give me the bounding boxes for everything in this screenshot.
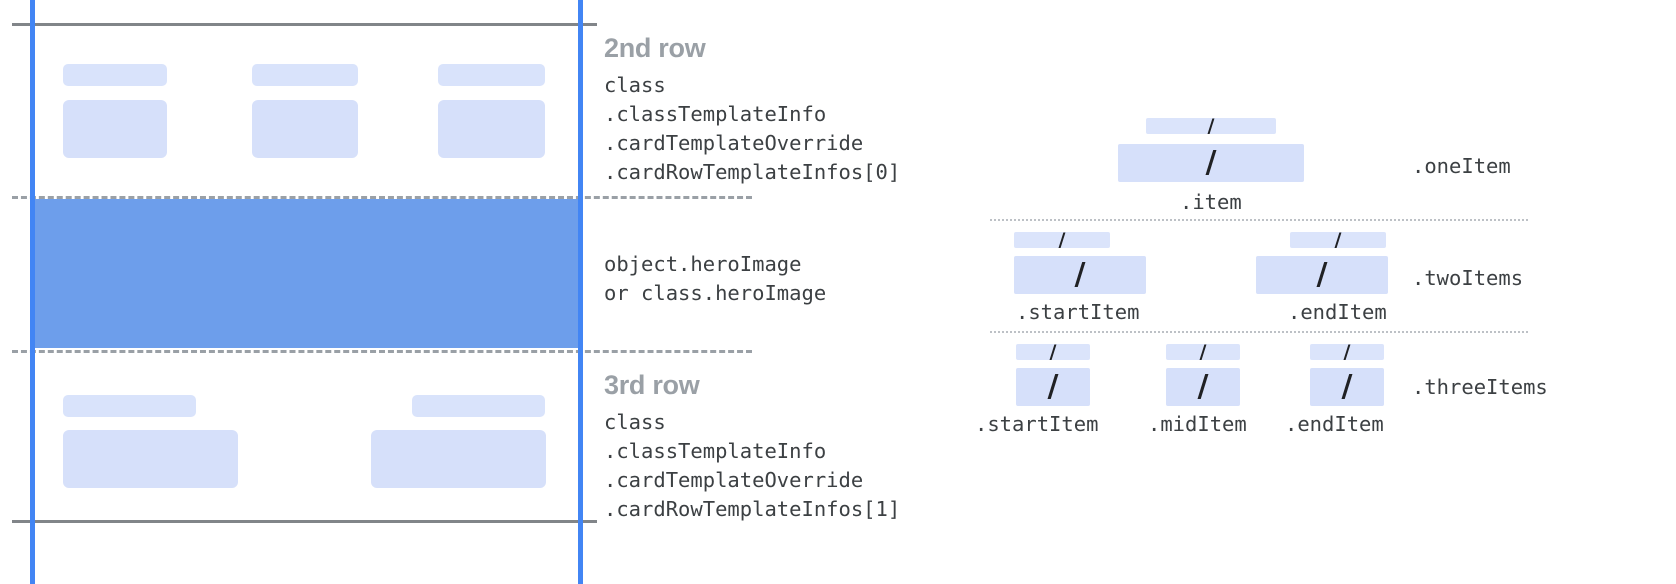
three-items-end-title: [1310, 344, 1384, 360]
three-items-mid-label: .midItem: [1148, 412, 1247, 436]
two-items-start-body-slash: /: [1074, 257, 1086, 292]
hero-image-code: object.heroImage or class.heroImage: [604, 250, 826, 308]
row-separator-top: [12, 196, 752, 199]
two-items-end-title-slash: /: [1334, 229, 1342, 251]
two-items-group-label: .twoItems: [1412, 266, 1524, 290]
card-top-rule: [12, 23, 597, 26]
second-row-code-line-2: .cardTemplateOverride: [604, 131, 864, 155]
second-row-code-line-1: .classTemplateInfo: [604, 102, 827, 126]
third-row-code-line-0: class: [604, 410, 666, 434]
two-items-end-title: [1290, 232, 1386, 248]
hero-image-code-line-0: object.heroImage: [604, 252, 802, 276]
third-row-heading: 3rd row: [604, 370, 700, 400]
two-items-separator: [990, 331, 1528, 333]
three-items-end-body-slash: /: [1341, 369, 1353, 404]
one-item-slot-body: [1118, 144, 1304, 182]
three-items-mid-title-slash: /: [1199, 341, 1207, 363]
card-left-guide: [30, 0, 35, 584]
second-row-col1-body: [63, 100, 167, 158]
two-items-end-body-slash: /: [1316, 257, 1328, 292]
three-items-end-body: [1310, 368, 1384, 406]
two-items-end-label: .endItem: [1288, 300, 1387, 324]
three-items-mid-body: [1166, 368, 1240, 406]
third-row-code-line-2: .cardTemplateOverride: [604, 468, 864, 492]
second-row-col2-title: [252, 64, 358, 86]
hero-image-code-line-1: or class.heroImage: [604, 281, 827, 305]
three-items-start-body: [1016, 368, 1090, 406]
second-row-code-line-0: class: [604, 73, 666, 97]
third-row-code: class .classTemplateInfo .cardTemplateOv…: [604, 408, 900, 524]
one-item-slot-label: .item: [1180, 190, 1242, 214]
three-items-start-body-slash: /: [1047, 369, 1059, 404]
third-row-col2-body: [371, 430, 546, 488]
one-item-separator: [990, 219, 1528, 221]
one-item-slot-title: [1146, 118, 1276, 134]
two-items-end-body: [1256, 256, 1388, 294]
two-items-start-title-slash: /: [1058, 229, 1066, 251]
third-row-col1-body: [63, 430, 238, 488]
two-items-start-body: [1014, 256, 1146, 294]
third-row-code-line-3: .cardRowTemplateInfos[1]: [604, 497, 901, 521]
card-right-guide: [578, 0, 583, 584]
second-row-col3-title: [438, 64, 545, 86]
three-items-mid-title: [1166, 344, 1240, 360]
three-items-group-label: .threeItems: [1412, 375, 1548, 399]
hero-image-band: [33, 199, 582, 348]
second-row-col1-title: [63, 64, 167, 86]
one-item-slot-title-slash: /: [1207, 115, 1215, 137]
two-items-start-title: [1014, 232, 1110, 248]
three-items-mid-body-slash: /: [1197, 369, 1209, 404]
two-items-start-label: .startItem: [1016, 300, 1140, 324]
third-row-col1-title: [63, 395, 196, 417]
second-row-col2-body: [252, 100, 358, 158]
second-row-col3-body: [438, 100, 545, 158]
three-items-start-label: .startItem: [975, 412, 1099, 436]
three-items-end-title-slash: /: [1343, 341, 1351, 363]
one-item-slot-body-slash: /: [1205, 145, 1217, 180]
second-row-heading: 2nd row: [604, 33, 706, 63]
row-separator-bottom: [12, 350, 752, 353]
three-items-end-label: .endItem: [1285, 412, 1384, 436]
third-row-code-line-1: .classTemplateInfo: [604, 439, 827, 463]
three-items-start-title-slash: /: [1049, 341, 1057, 363]
third-row-col2-title: [412, 395, 545, 417]
one-item-group-label: .oneItem: [1412, 154, 1511, 178]
card-bottom-rule: [12, 520, 597, 523]
second-row-code-line-3: .cardRowTemplateInfos[0]: [604, 160, 901, 184]
second-row-code: class .classTemplateInfo .cardTemplateOv…: [604, 71, 900, 187]
three-items-start-title: [1016, 344, 1090, 360]
